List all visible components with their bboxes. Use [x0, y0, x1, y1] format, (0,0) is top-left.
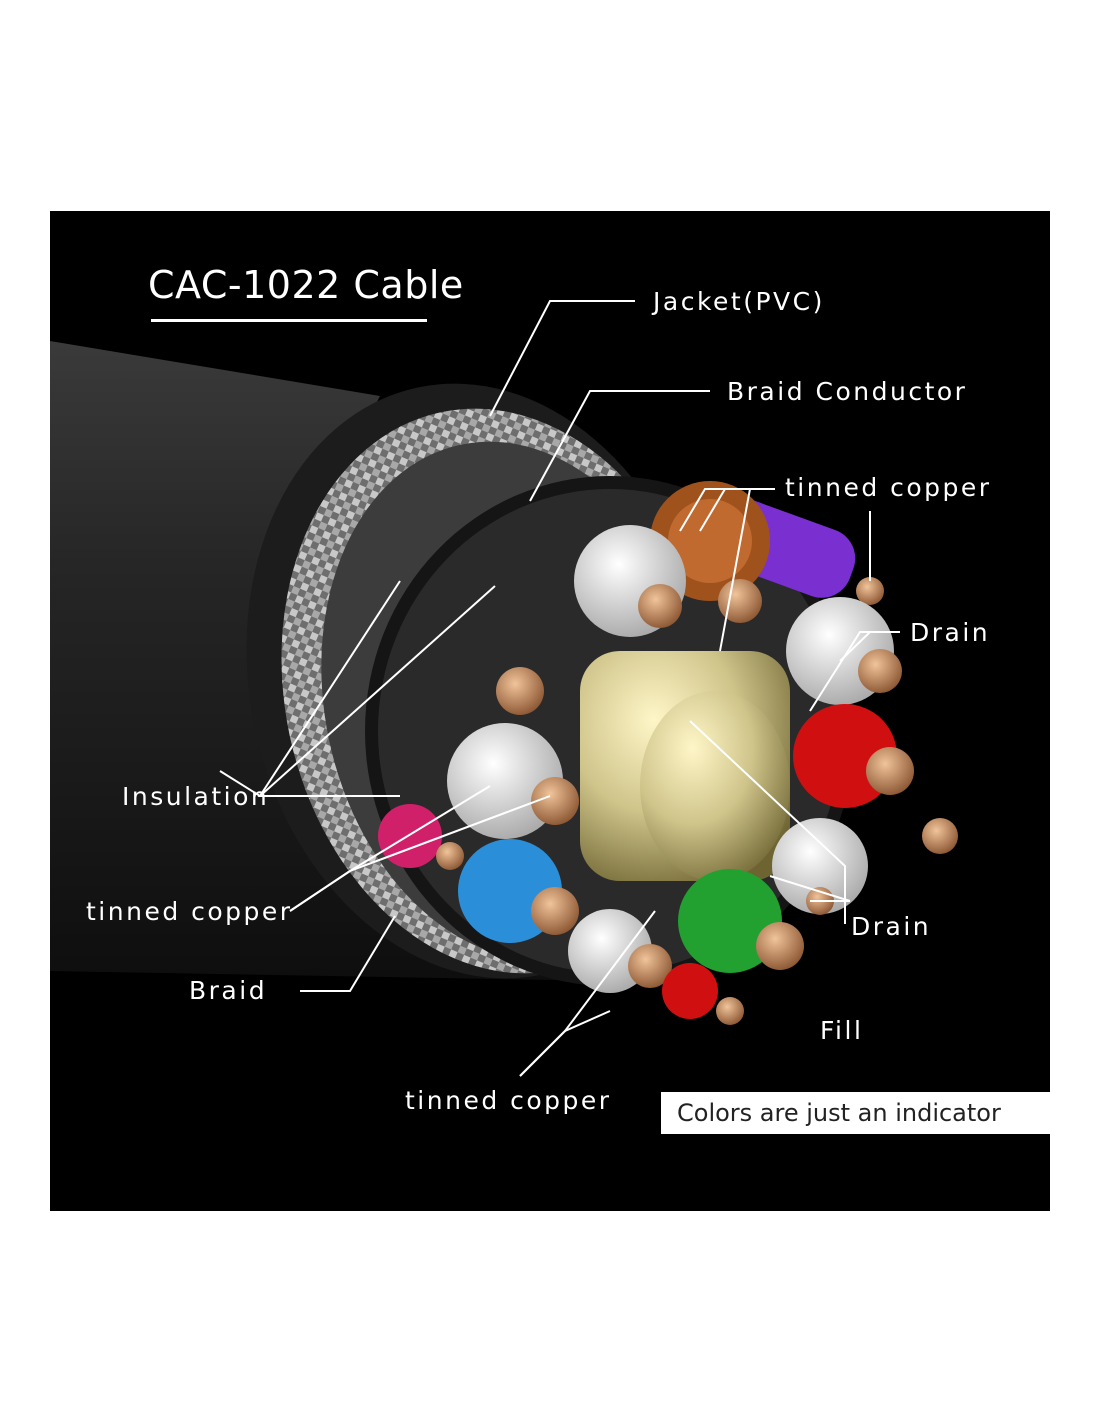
leader-lines [219, 300, 900, 1077]
title-underline [151, 319, 427, 322]
fill-rod [580, 651, 790, 881]
colors-note: Colors are just an indicator [661, 1092, 1050, 1134]
label-tinned-copper-top: tinned copper [785, 473, 992, 502]
red-wire [793, 704, 914, 808]
red-wire-bottom [662, 963, 744, 1025]
label-braid-conductor: Braid Conductor [727, 377, 968, 406]
white-wire-right [786, 597, 902, 705]
diagram-title: CAC-1022 Cable [148, 263, 464, 307]
label-drain-top: Drain [910, 618, 991, 647]
blue-wire [458, 839, 579, 943]
label-tinned-copper-left: tinned copper [86, 897, 293, 926]
label-braid: Braid [189, 976, 268, 1005]
white-wire-left [447, 667, 579, 839]
cable-cross-section-illustration [50, 300, 958, 1077]
label-tinned-copper-bottom: tinned copper [405, 1086, 612, 1115]
white-wire-bottom [568, 909, 672, 993]
white-wire-top [574, 525, 686, 637]
cable-diagram: CAC-1022 Cable Jacket(PVC) Braid Conduct… [50, 211, 1050, 1211]
magenta-wire [378, 804, 464, 870]
white-wire-lower-right [772, 818, 958, 915]
label-fill: Fill [820, 1016, 864, 1045]
green-wire [678, 869, 804, 973]
label-insulation: Insulation [122, 782, 270, 811]
label-drain-bottom: Drain [851, 912, 932, 941]
label-jacket: Jacket(PVC) [653, 287, 825, 316]
